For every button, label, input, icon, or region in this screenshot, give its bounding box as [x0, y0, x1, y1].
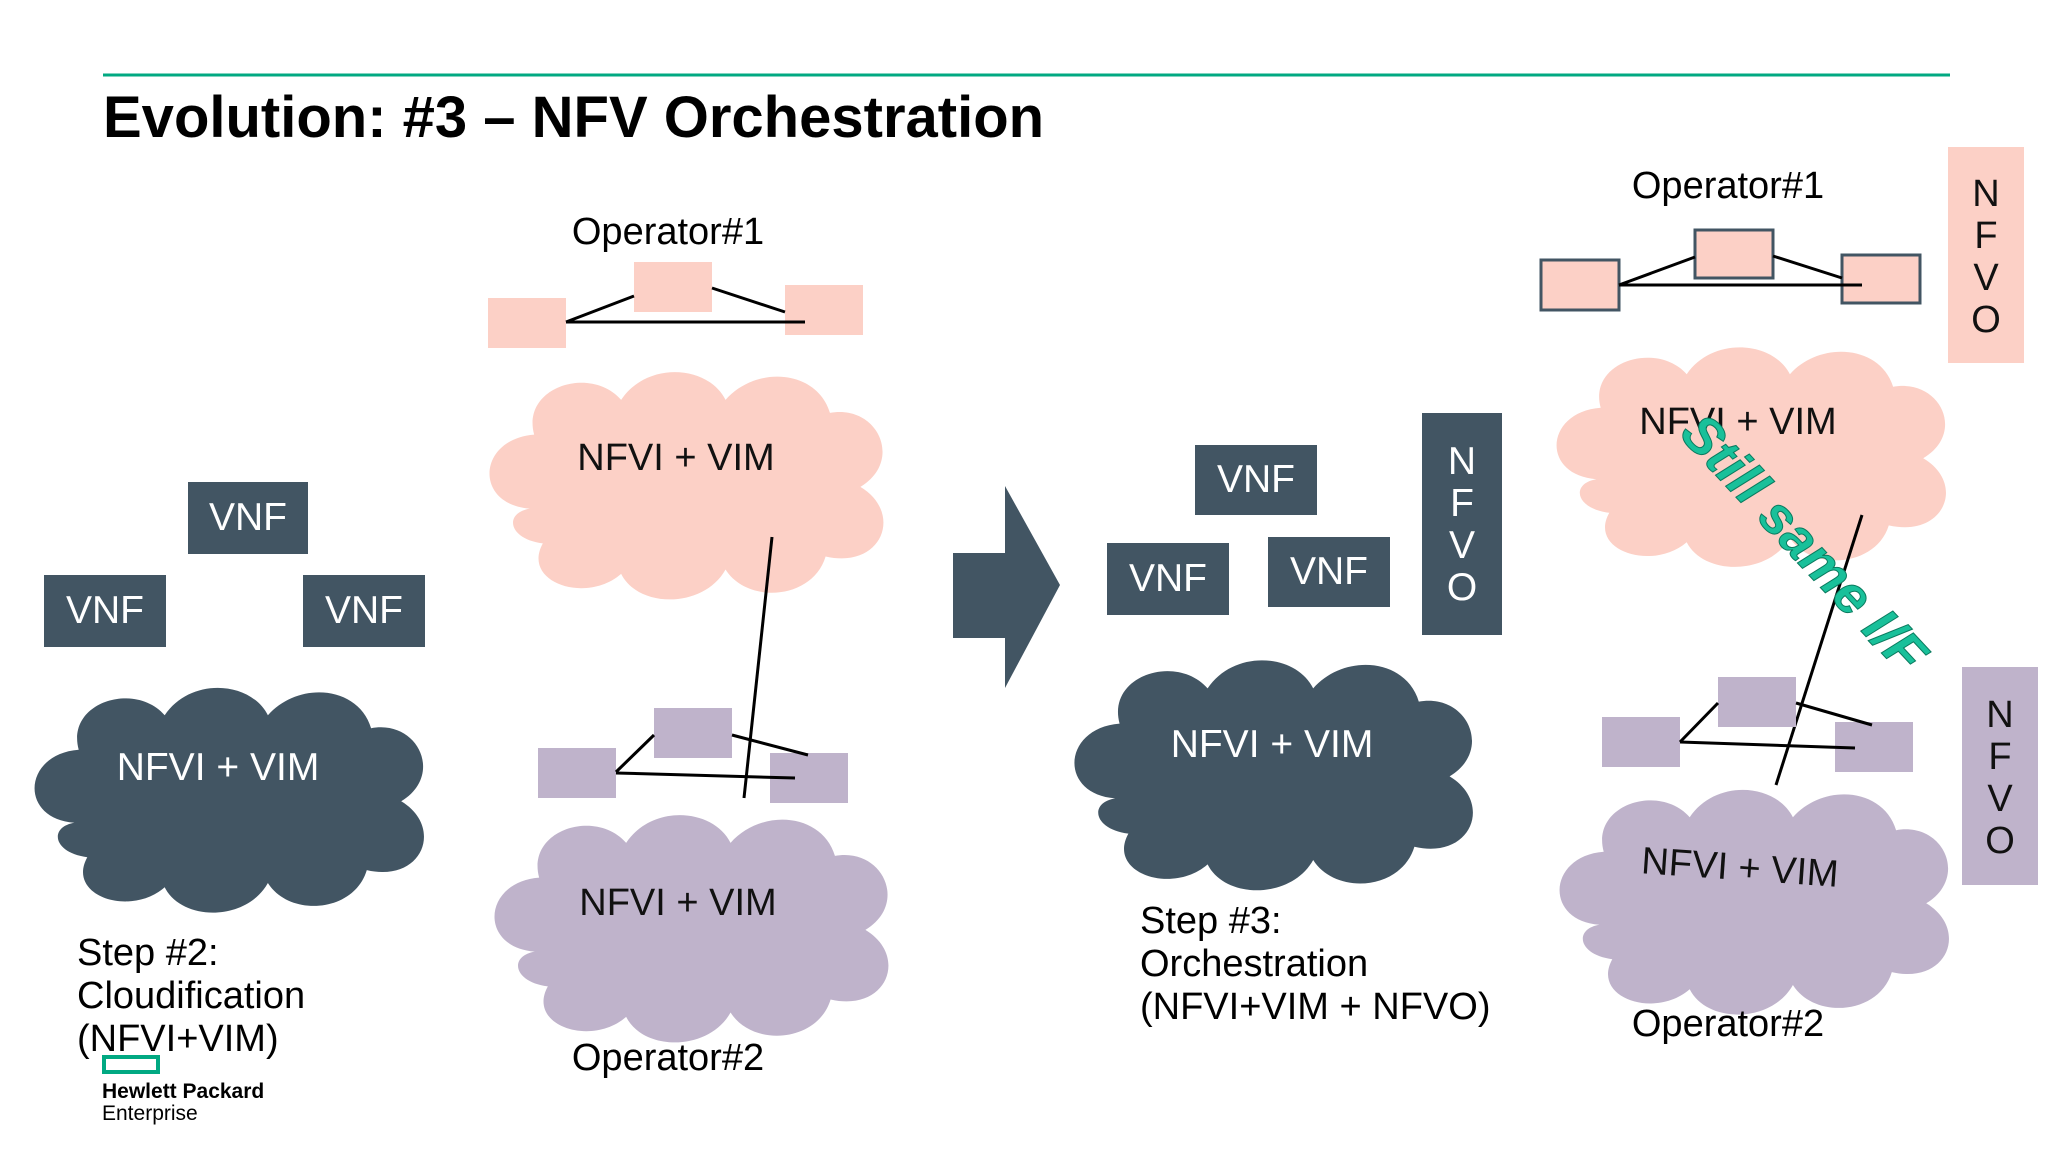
step3-nfvo-letter-n: N — [1448, 440, 1476, 483]
middle-cloud-bottom-label: NFVI + VIM — [579, 882, 776, 924]
right-operator-top: Operator#1 — [1632, 165, 1824, 207]
right-inter-operator-link — [1774, 514, 1864, 786]
left-vnf-label-right: VNF — [325, 589, 403, 632]
right-nfvo-bottom-letter-f: F — [1988, 736, 2011, 778]
middle-cloud-top — [489, 372, 884, 600]
right-nfvo-top-letter-o: O — [1971, 299, 2001, 341]
right-cloud-top-label: NFVI + VIM — [1639, 401, 1836, 443]
middle-inter-operator-link — [742, 536, 774, 799]
left-step-line3: (NFVI+VIM) — [77, 1018, 279, 1060]
hpe-logo-line2: Enterprise — [102, 1102, 198, 1125]
right-bottom-link-2 — [1679, 740, 1856, 750]
step3-nfvo-box: N F V O — [1422, 413, 1502, 635]
step3-vnf-label-top: VNF — [1217, 458, 1295, 501]
step3-step-line1: Step #3: — [1140, 900, 1282, 942]
step3-nfvo-rect — [1422, 413, 1502, 635]
right-top-link-3 — [1772, 254, 1843, 280]
left-step-caption: Step #2: Cloudification (NFVI+VIM) — [77, 932, 305, 1060]
step3-step-line2: Orchestration — [1140, 943, 1368, 985]
hpe-logo-mark-icon — [102, 1055, 160, 1074]
middle-cloud-bottom — [494, 815, 889, 1043]
left-step-line1: Step #2: — [77, 932, 219, 974]
right-cloud-bottom — [1559, 789, 1949, 1015]
right-nfvo-bottom-letter-v: V — [1987, 778, 2013, 820]
slide-title: Evolution: #3 – NFV Orchestration — [103, 85, 1044, 150]
left-vnf-box-top — [188, 482, 308, 554]
hpe-logo-line1: Hewlett Packard — [102, 1080, 264, 1103]
right-nfvo-top-box: N F V O — [1948, 147, 2024, 363]
left-vnf-group: VNF VNF VNF — [44, 482, 425, 647]
middle-bottom-node-center — [654, 708, 732, 758]
right-bottom-topology — [1602, 677, 1913, 772]
step3-vnf-label-left: VNF — [1129, 557, 1207, 600]
step3-cloud — [1074, 660, 1473, 891]
right-bottom-link-3 — [1795, 701, 1873, 727]
step3-vnf-box-top — [1195, 445, 1317, 515]
right-bottom-node-left — [1602, 717, 1680, 767]
middle-bottom-link-1 — [614, 733, 656, 774]
right-nfvo-bottom-box: N F V O — [1962, 667, 2038, 885]
step3-vnf-box-left — [1107, 543, 1229, 615]
middle-top-node-right — [785, 285, 863, 335]
step3-nfvo-letter-o: O — [1447, 566, 1477, 609]
right-top-node-left — [1539, 258, 1621, 312]
transition-arrow-icon — [953, 486, 1060, 688]
right-nfvo-bottom-letter-n: N — [1986, 694, 2013, 736]
left-vnf-box-right — [303, 575, 425, 647]
step3-nfvo-letter-f: F — [1450, 482, 1474, 525]
middle-top-node-center — [634, 262, 712, 312]
step3-step-caption: Step #3: Orchestration (NFVI+VIM + NFVO) — [1140, 900, 1490, 1028]
right-bottom-node-center — [1718, 677, 1796, 727]
right-nfvo-top-letter-n: N — [1972, 173, 1999, 215]
right-top-node-right — [1840, 253, 1922, 305]
middle-operator-top: Operator#1 — [572, 211, 764, 253]
left-cloud — [34, 687, 424, 913]
right-top-node-center — [1693, 228, 1775, 280]
right-top-link-1 — [1618, 255, 1696, 287]
right-nfvo-top-letter-f: F — [1974, 215, 1997, 257]
left-cloud-label: NFVI + VIM — [117, 746, 320, 789]
left-step-line2: Cloudification — [77, 975, 305, 1017]
middle-bottom-topology — [538, 708, 848, 803]
middle-operator-bottom: Operator#2 — [572, 1037, 764, 1079]
step3-vnf-box-right — [1268, 537, 1390, 607]
left-vnf-label-top: VNF — [209, 496, 287, 539]
right-bottom-link-1 — [1678, 701, 1720, 744]
left-vnf-box-left — [44, 575, 166, 647]
left-vnf-label-left: VNF — [66, 589, 144, 632]
middle-cloud-top-label: NFVI + VIM — [577, 437, 774, 479]
step3-cloud-label: NFVI + VIM — [1171, 723, 1374, 766]
right-nfvo-bottom-letter-o: O — [1985, 820, 2015, 862]
middle-top-link-1 — [565, 294, 635, 324]
right-top-topology — [1539, 228, 1922, 312]
hpe-logo: Hewlett Packard Enterprise — [102, 1055, 264, 1125]
middle-bottom-link-2 — [615, 771, 796, 780]
right-nfvo-top-rect — [1948, 147, 2024, 363]
middle-top-topology — [488, 262, 863, 348]
step3-vnf-label-right: VNF — [1290, 550, 1368, 593]
step3-step-line3: (NFVI+VIM + NFVO) — [1140, 986, 1490, 1028]
right-operator-bottom: Operator#2 — [1632, 1003, 1824, 1045]
middle-bottom-link-3 — [731, 733, 809, 757]
middle-top-node-left — [488, 298, 566, 348]
middle-bottom-node-left — [538, 748, 616, 798]
middle-top-link-3 — [711, 286, 786, 314]
right-nfvo-top-letter-v: V — [1973, 257, 1999, 299]
step3-nfvo-letter-v: V — [1449, 524, 1475, 567]
right-nfvo-bottom-rect — [1962, 667, 2038, 885]
step3-vnf-group: VNF VNF VNF — [1107, 445, 1390, 615]
